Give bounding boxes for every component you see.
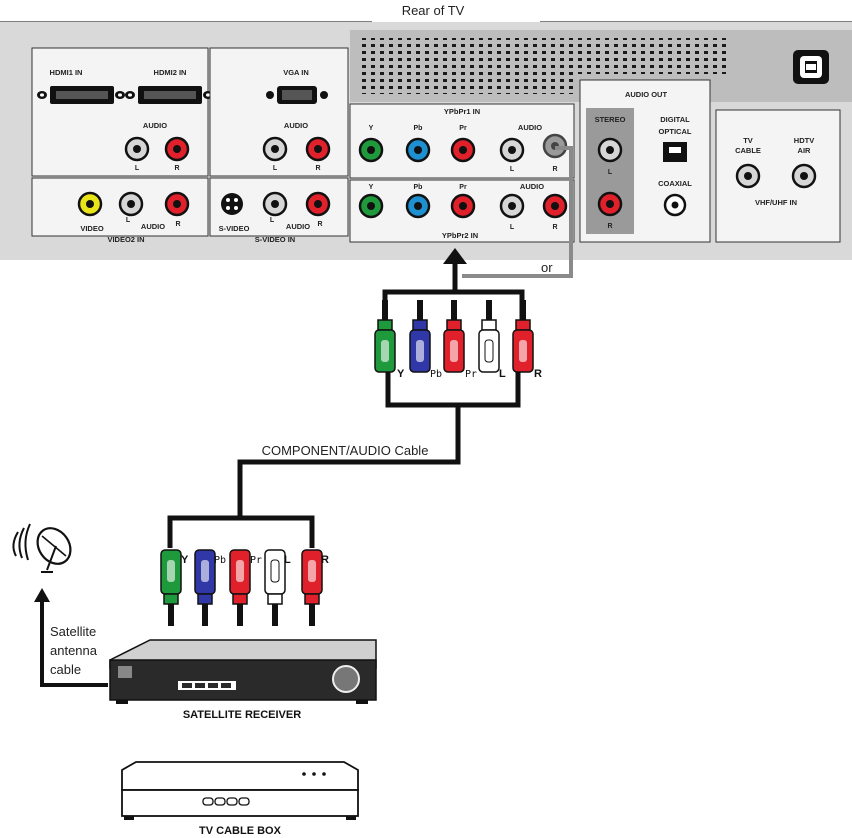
video2-audio-label: AUDIO bbox=[141, 222, 165, 231]
tv-cable-label-2: CABLE bbox=[735, 146, 761, 155]
cable-label: COMPONENT/AUDIO Cable bbox=[262, 443, 429, 458]
upper-plug-y bbox=[374, 300, 396, 373]
lower-plug-pb bbox=[194, 549, 216, 626]
vga-label: VGA IN bbox=[283, 68, 309, 77]
ypbpr2-label: YPbPr2 IN bbox=[442, 231, 478, 240]
hdmi-audio-label: AUDIO bbox=[143, 121, 167, 130]
upper-plug-r bbox=[512, 300, 534, 373]
video2-group-label: VIDEO2 IN bbox=[107, 235, 144, 244]
arrow-head bbox=[443, 248, 467, 264]
satellite-receiver-label: SATELLITE RECEIVER bbox=[183, 709, 301, 721]
ypbpr-group: YPbPr1 IN Y Pb Pr AUDIO L R Y Pb Pr AUDI… bbox=[349, 103, 575, 243]
cable-box-device bbox=[121, 761, 359, 820]
hdmi2-port[interactable] bbox=[125, 86, 213, 104]
lower-plug-pb-label: Pb bbox=[214, 555, 226, 566]
upper-plug-r-label: R bbox=[534, 368, 542, 380]
hdtv-air-label-1: HDTV bbox=[794, 136, 814, 145]
audio-out-label: AUDIO OUT bbox=[625, 90, 668, 99]
lower-plug-r bbox=[301, 549, 323, 626]
hdmi-audio-l-label: L bbox=[135, 165, 140, 172]
hdmi2-label: HDMI2 IN bbox=[154, 68, 187, 77]
ypbpr2-pr-label: Pr bbox=[459, 184, 467, 191]
svideo-jack[interactable] bbox=[221, 193, 243, 215]
lower-plug-r-label: R bbox=[321, 554, 329, 566]
lower-plug-y-label: Y bbox=[181, 554, 189, 566]
lower-plug-set: Y Pb Pr L R bbox=[160, 549, 329, 626]
upper-plug-y-label: Y bbox=[397, 368, 405, 380]
vhf-uhf-label: VHF/UHF IN bbox=[755, 198, 797, 207]
vga-audio-label: AUDIO bbox=[284, 121, 308, 130]
video2-l-label: L bbox=[126, 217, 131, 224]
ypbpr2-l-small: L bbox=[510, 224, 515, 231]
ypbpr2-pb-label: Pb bbox=[414, 184, 423, 191]
main-cable bbox=[237, 405, 461, 520]
upper-cable-bundle bbox=[385, 368, 521, 408]
vga-audio-r-label: R bbox=[315, 165, 320, 172]
hdmi-group: HDMI1 IN HDMI2 IN AUDIO L R bbox=[31, 47, 213, 177]
svideo-label: S-VIDEO bbox=[219, 224, 250, 233]
ypbpr1-audio-label: AUDIO bbox=[518, 123, 542, 132]
svideo-group: S-VIDEO L AUDIO R S-VIDEO IN bbox=[209, 177, 349, 244]
antenna-cable-arrow bbox=[34, 588, 50, 602]
svideo-audio-label: AUDIO bbox=[286, 222, 310, 231]
lower-cable-bracket bbox=[167, 515, 315, 548]
antenna-cable-path bbox=[40, 598, 108, 687]
ypbpr2-audio-label: AUDIO bbox=[520, 182, 544, 191]
video2-video-label: VIDEO bbox=[80, 224, 104, 233]
upper-plug-pb bbox=[409, 300, 431, 373]
stereo-l-label: L bbox=[608, 169, 613, 176]
stereo-label: STEREO bbox=[595, 115, 626, 124]
stereo-r-label: R bbox=[607, 223, 612, 230]
svideo-r-label: R bbox=[317, 221, 322, 228]
video2-r-label: R bbox=[175, 221, 180, 228]
ypbpr1-pr-label: Pr bbox=[459, 125, 467, 132]
upper-plug-set: Y Pb Pr L R bbox=[374, 300, 542, 380]
or-label: or bbox=[541, 260, 553, 275]
antenna-text-line-2: antenna bbox=[50, 643, 98, 658]
optical-label: OPTICAL bbox=[659, 127, 692, 136]
hdmi1-label: HDMI1 IN bbox=[50, 68, 83, 77]
audio-out-group: AUDIO OUT STEREO L R DIGITAL OPTICAL COA… bbox=[579, 79, 711, 243]
ypbpr2-r-small: R bbox=[552, 224, 557, 231]
ypbpr1-r-small: R bbox=[552, 166, 557, 173]
lower-plug-pr-label: Pr bbox=[250, 555, 262, 566]
cable-box-label: TV CABLE BOX bbox=[199, 825, 282, 837]
upper-plug-pb-label: Pb bbox=[430, 369, 442, 380]
satellite-receiver-device bbox=[109, 639, 377, 704]
digital-label: DIGITAL bbox=[660, 115, 690, 124]
antenna-text-line-3: cable bbox=[50, 662, 81, 677]
ypbpr2-y-label: Y bbox=[369, 184, 374, 191]
hdtv-air-label-2: AIR bbox=[798, 146, 812, 155]
satellite-dish-icon bbox=[12, 523, 72, 573]
lower-plug-l bbox=[264, 549, 286, 626]
ypbpr1-label: YPbPr1 IN bbox=[444, 107, 480, 116]
ypbpr1-l-small: L bbox=[510, 166, 515, 173]
video2-group: VIDEO L AUDIO R VIDEO2 IN bbox=[31, 177, 209, 244]
hdmi-audio-r-label: R bbox=[174, 165, 179, 172]
lower-plug-pr bbox=[229, 549, 251, 626]
coaxial-label: COAXIAL bbox=[658, 179, 692, 188]
antenna-group: TV CABLE HDTV AIR VHF/UHF IN bbox=[715, 109, 841, 243]
vga-port[interactable] bbox=[266, 86, 328, 104]
hdmi1-port[interactable] bbox=[37, 86, 125, 104]
svideo-l-label: L bbox=[270, 217, 275, 224]
vga-group: VGA IN AUDIO L R bbox=[209, 47, 349, 177]
ypbpr1-y-label: Y bbox=[369, 125, 374, 132]
upper-plug-l bbox=[478, 300, 500, 373]
ypbpr1-pb-label: Pb bbox=[414, 125, 423, 132]
upper-plug-pr-label: Pr bbox=[465, 369, 477, 380]
alternate-connection-path bbox=[462, 146, 573, 278]
svideo-group-label: S-VIDEO IN bbox=[255, 235, 295, 244]
antenna-text-line-1: Satellite bbox=[50, 624, 96, 639]
optical-port[interactable] bbox=[663, 142, 687, 162]
lower-plug-y bbox=[160, 549, 182, 626]
upper-plug-l-label: L bbox=[499, 368, 506, 380]
tv-cable-label-1: TV bbox=[743, 136, 753, 145]
vga-audio-l-label: L bbox=[273, 165, 278, 172]
lower-plug-l-label: L bbox=[284, 554, 291, 566]
diagram-title: Rear of TV bbox=[402, 3, 465, 18]
upper-plug-pr bbox=[443, 300, 465, 373]
